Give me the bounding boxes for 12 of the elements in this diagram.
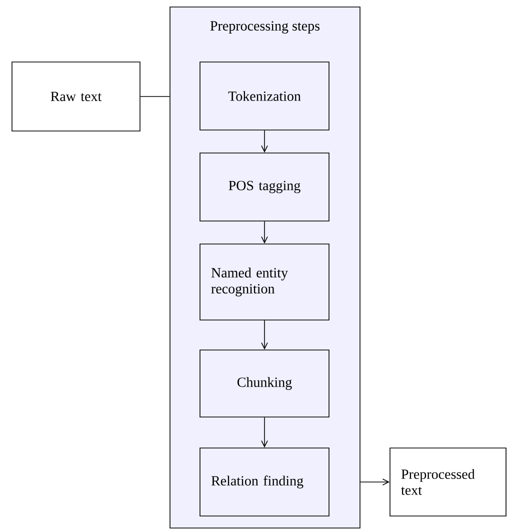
arrow (360, 478, 390, 486)
process-box: Raw text (12, 62, 140, 132)
process-box: POS tagging (200, 152, 330, 222)
arrow (261, 320, 268, 350)
arrow (261, 221, 268, 244)
process-box: Preprocessed text (390, 448, 506, 516)
process-box: Named entity recognition (200, 244, 330, 320)
arrow (261, 417, 268, 448)
process-box: Relation finding (200, 448, 330, 516)
process-box: Tokenization (200, 62, 330, 130)
arrow (261, 130, 268, 153)
process-box: Chunking (200, 350, 330, 418)
